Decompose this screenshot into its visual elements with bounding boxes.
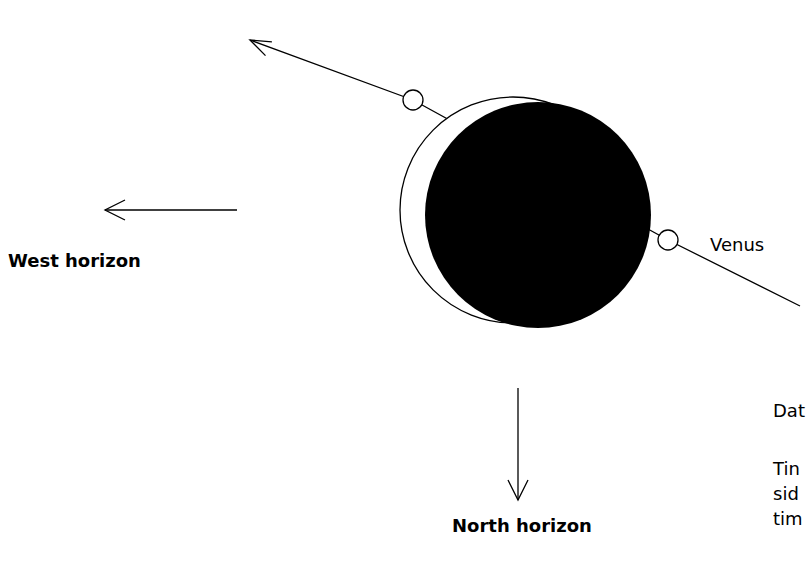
direction-label: North horizon <box>452 513 592 538</box>
arrow-head <box>105 200 125 220</box>
north-arrow <box>517 388 518 500</box>
arrow-head <box>250 40 272 56</box>
moon-dark-disk <box>425 102 651 328</box>
venus-position <box>403 90 423 110</box>
note-text: Tin sid tim <box>773 456 774 531</box>
west-arrow <box>105 209 237 210</box>
note-text: Dat <box>773 398 805 423</box>
venus-position <box>658 230 678 250</box>
planet-label: Venus <box>710 232 764 257</box>
arrow-head <box>508 480 528 500</box>
direction-label: West horizon <box>8 248 141 273</box>
